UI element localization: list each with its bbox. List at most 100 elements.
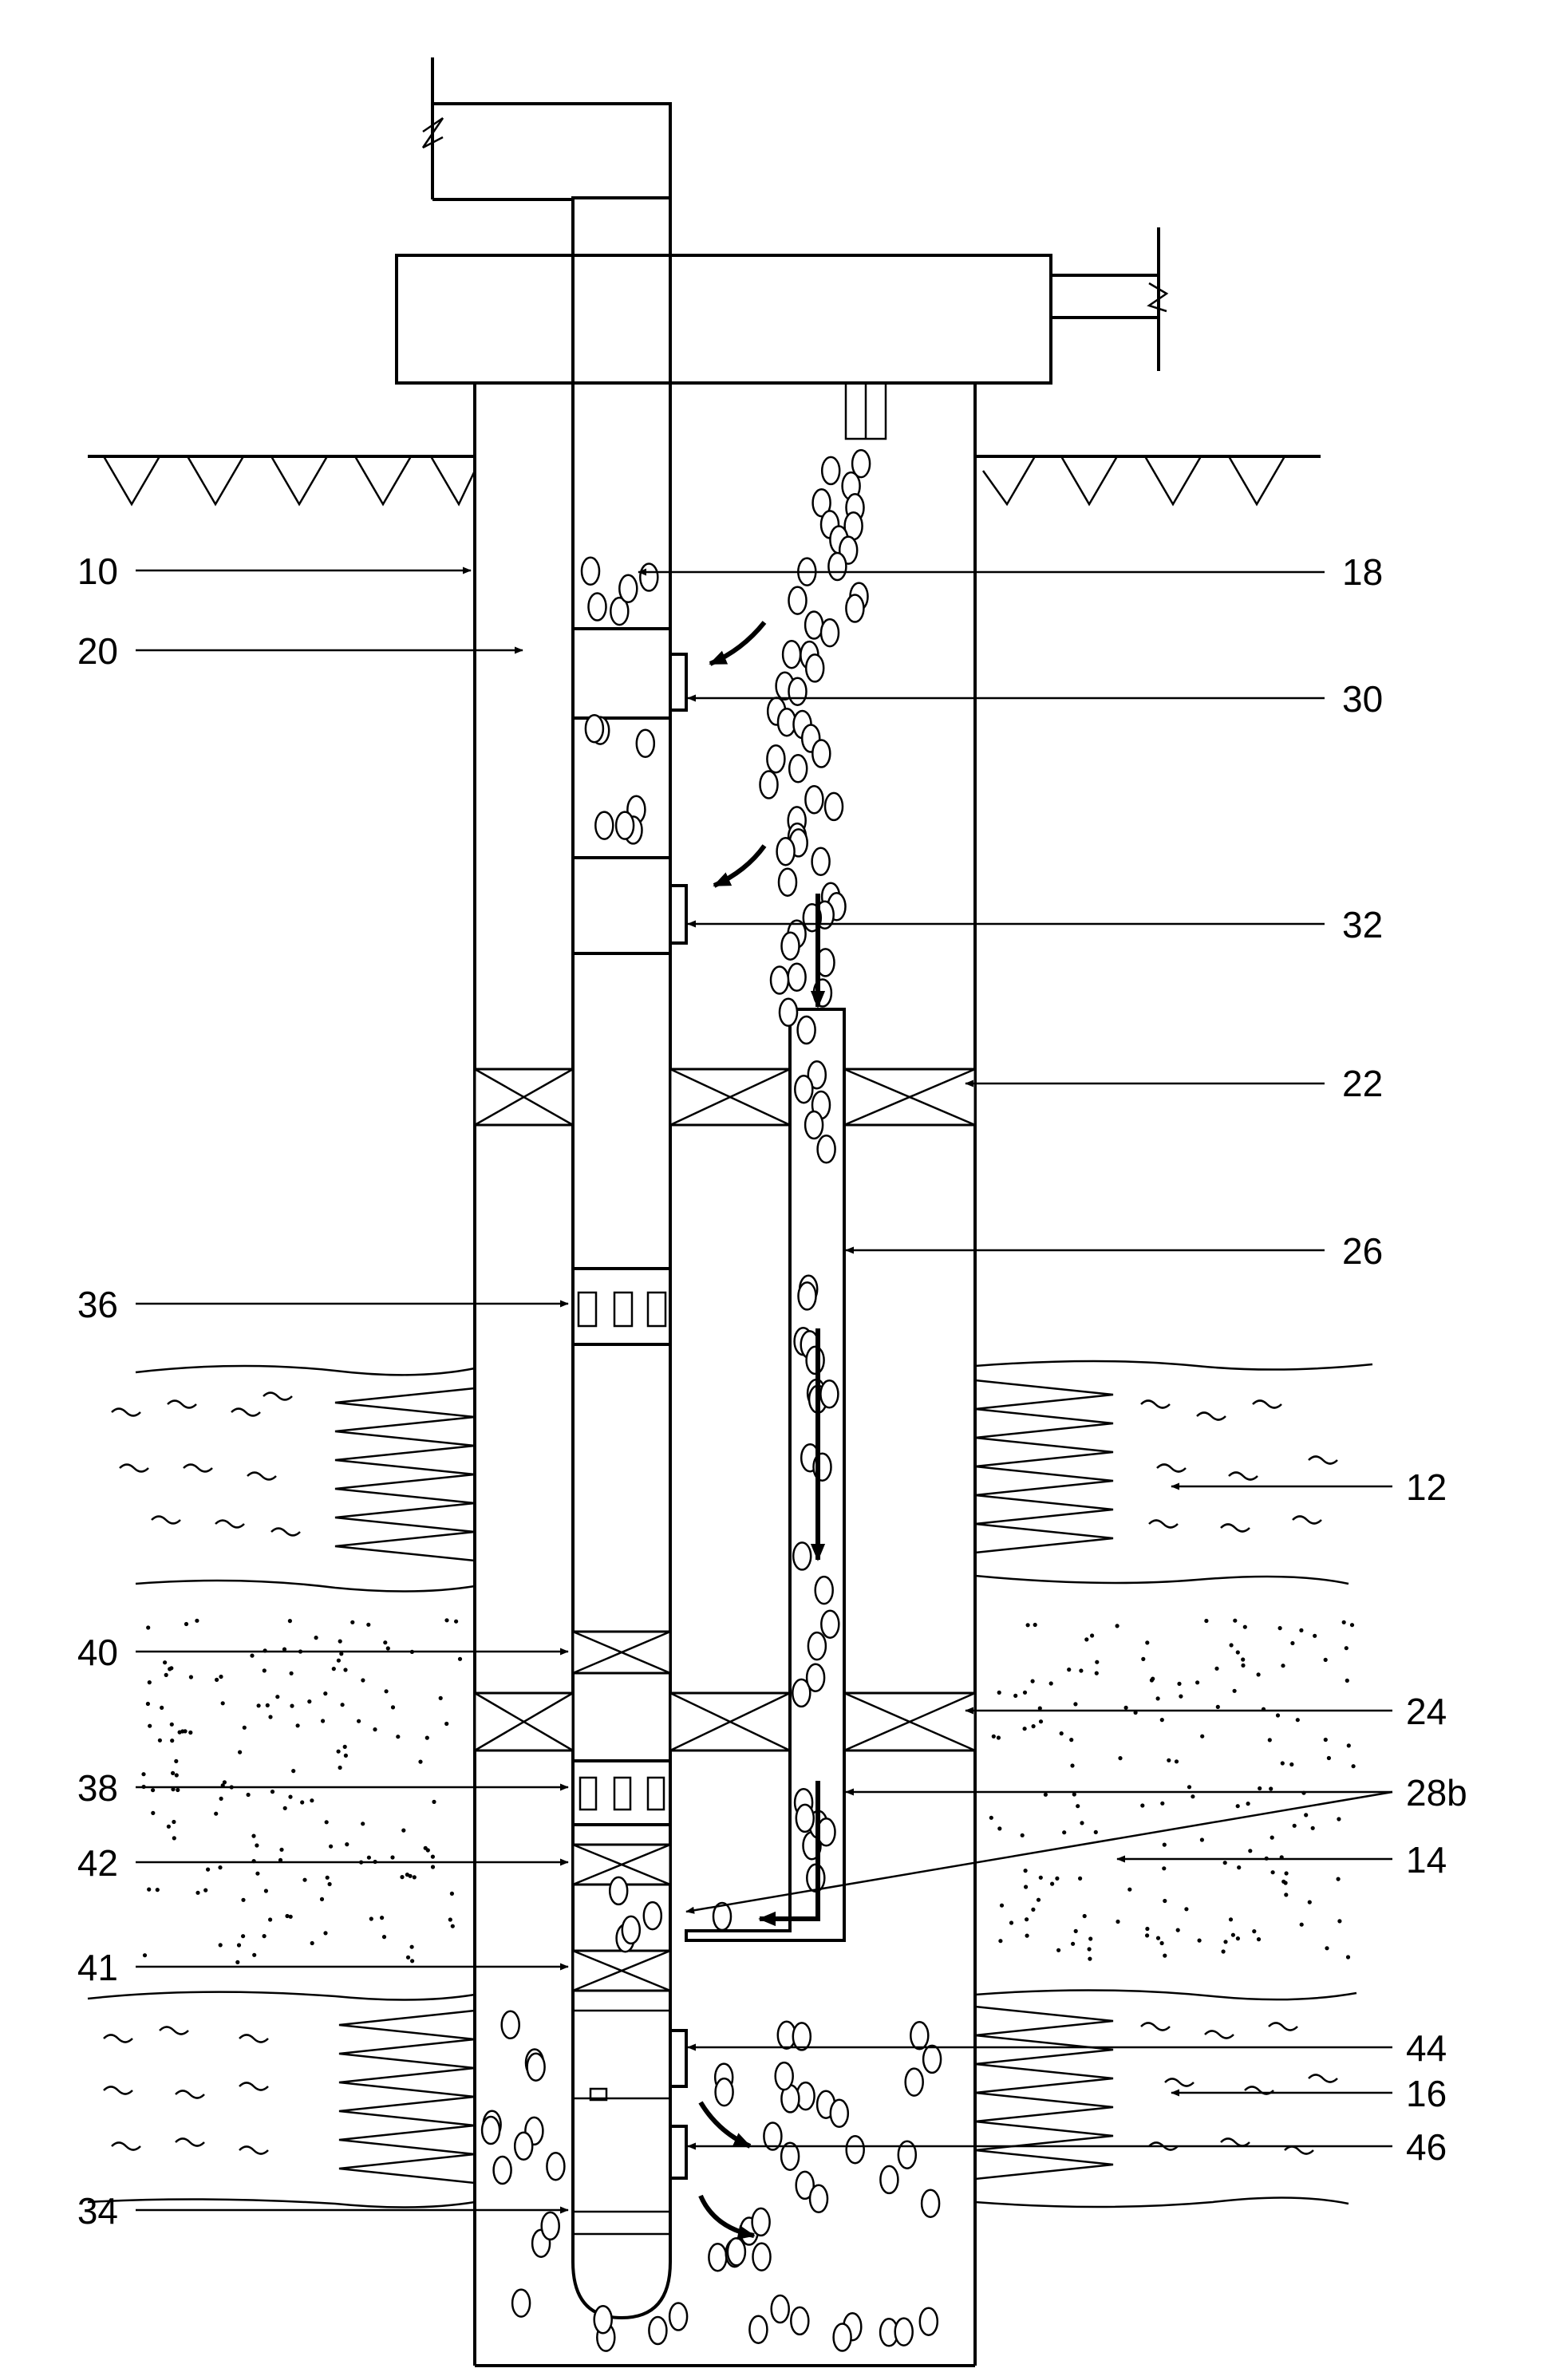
gas-bubble [793,1542,811,1569]
sand-dot [410,1959,414,1963]
sand-dot [268,1715,272,1719]
sand-dot [146,1702,150,1706]
sand-dot [450,1892,454,1896]
gas-bubble [846,595,863,622]
sand-dot [1076,1804,1080,1808]
sand-dot [385,1689,389,1693]
gas-bubble [793,2023,811,2050]
sand-dot [257,1703,261,1707]
sand-dot [214,1812,218,1816]
sand-dot [1024,1885,1028,1889]
sand-dot [1039,1876,1043,1880]
sand-dot [151,1811,155,1815]
label-10: 10 [77,551,118,592]
sand-dot [1039,1719,1043,1723]
gas-bubble [542,2212,559,2240]
gas-bubble [822,457,839,484]
sand-dot [241,1898,245,1902]
gas-bubble [810,2185,827,2212]
flow-arrows [701,622,818,2236]
sand-dot [1308,1900,1312,1904]
gas-bubble [669,2303,687,2331]
formation-mark [1141,2023,1170,2031]
formation-mark [231,1409,260,1416]
sand-dot [300,1800,304,1804]
sand-dot [310,1941,314,1945]
label-38: 38 [77,1767,118,1809]
sand-dot [290,1672,294,1675]
gas-bubble [922,2190,939,2217]
formation-mark [1205,2031,1234,2039]
sand-dot [1084,1637,1088,1641]
wellhead [397,57,1167,439]
gas-bubble [753,2244,771,2271]
sand-dot [997,1826,1001,1830]
sand-dot [163,1660,167,1664]
gas-lift-valve-32 [573,858,686,953]
formation-mark [1269,2023,1297,2031]
gas-bubble [749,2316,767,2343]
formation-mark [1229,1473,1258,1480]
sand-dot [382,1935,386,1939]
gas-bubble [644,1902,661,1929]
gas-bubble [847,2136,864,2163]
sand-dot [275,1695,279,1699]
sand-dot [172,1836,176,1840]
gas-bubble [796,1805,814,1832]
formation-mark [160,2027,188,2035]
sand-dot [1269,1786,1273,1790]
sand-dot [997,1691,1001,1695]
sand-dot [1248,1849,1252,1853]
sand-dot [380,1916,384,1920]
gas-bubble [818,1135,835,1162]
gas-bubble [807,1347,824,1374]
label-41: 41 [77,1947,118,1988]
label-16: 16 [1406,2073,1447,2114]
sand-dot [343,1745,347,1749]
plug-41 [573,1951,670,1991]
gas-bubble [821,1611,839,1638]
sand-dot [1236,1936,1240,1940]
sand-dot [1284,1893,1288,1897]
formation-mark [215,1521,244,1528]
gas-bubble [760,772,778,799]
sand-dot [263,1668,267,1672]
sand-dot [1145,1933,1149,1937]
sand-dot [263,1934,267,1938]
label-28b: 28b [1406,1772,1467,1814]
sand-dot [1257,1672,1261,1676]
sand-dot [203,1889,207,1893]
sand-dot [1094,1830,1098,1834]
sand-dot [343,1668,347,1672]
gas-bubble [512,2290,530,2317]
sand-dot [1195,1680,1199,1684]
gas-bubble [637,730,654,757]
sand-dot [1023,1727,1027,1731]
sand-dot [310,1798,314,1802]
sand-dot [247,1793,251,1797]
formation-mark [271,1529,300,1536]
sand-dot [1346,1955,1350,1959]
gas-bubble [783,641,800,668]
formation-mark [1221,1525,1250,1532]
sand-dot [1009,1920,1013,1924]
sand-dot [454,1620,458,1624]
sand-dot [1025,1934,1029,1938]
sand-dot [396,1735,400,1739]
sand-dot [1216,1705,1220,1709]
sand-dot [1233,1689,1237,1693]
sand-dot [148,1680,152,1684]
sand-dot [1070,1763,1074,1767]
sand-dot [171,1771,175,1775]
sand-dot [250,1654,254,1658]
sand-dot [1160,1802,1164,1806]
sand-dot [219,1943,223,1947]
gas-bubble [920,2308,938,2335]
sand-dot [1021,1833,1025,1837]
sand-dot [424,1846,428,1850]
reference-labels: 10 20 18 30 32 22 26 36 12 40 24 38 28b … [77,551,1467,2232]
ported-sub-36 [573,1269,670,1344]
ported-sub-38 [573,1761,670,1825]
sand-dot [439,1696,443,1700]
sand-dot [1140,1803,1144,1807]
